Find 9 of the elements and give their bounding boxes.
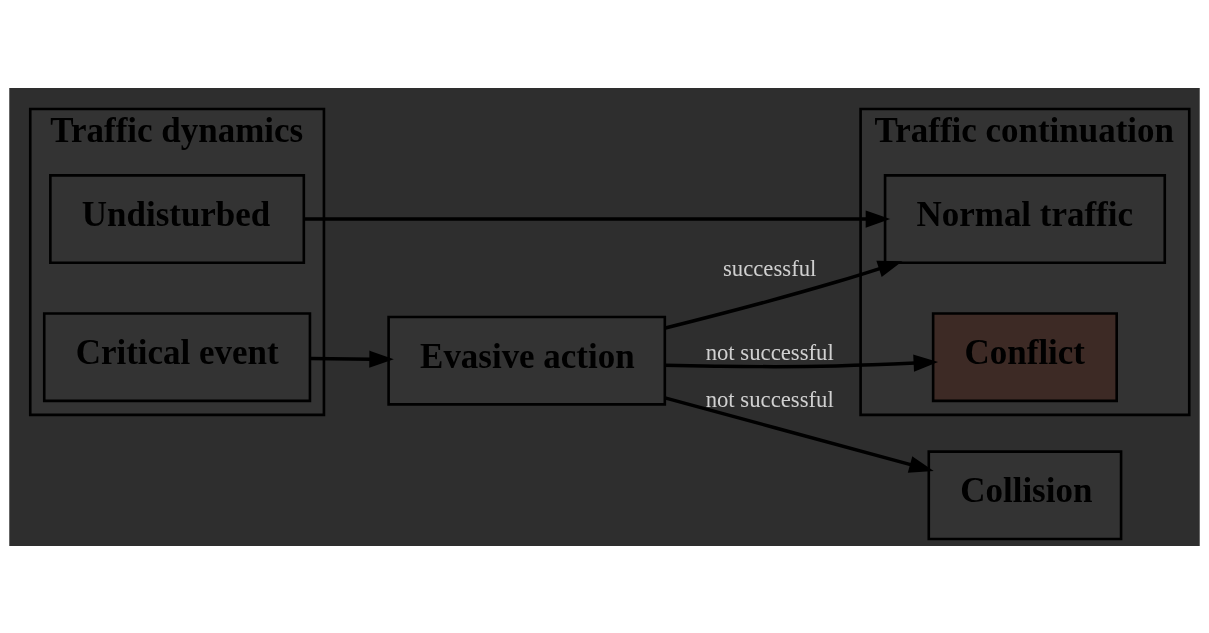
edge-label: successful xyxy=(723,255,817,281)
arrow xyxy=(310,350,394,368)
edge-label: not successful xyxy=(705,386,834,412)
arrow xyxy=(664,354,939,372)
edge-label: not successful xyxy=(705,339,834,365)
arrow xyxy=(664,395,934,473)
arrow xyxy=(303,210,891,228)
node-box: Conflict xyxy=(931,311,1118,402)
arrow xyxy=(664,260,903,330)
